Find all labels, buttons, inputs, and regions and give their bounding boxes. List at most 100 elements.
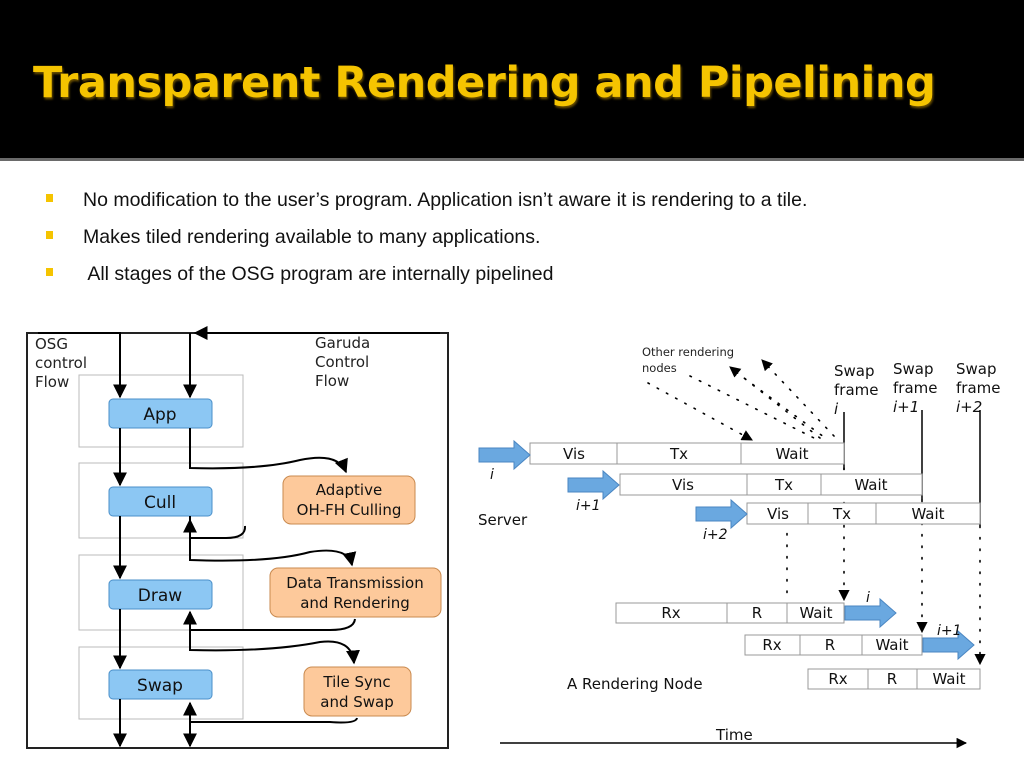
garuda-control-flow-label: Garuda Control Flow	[315, 334, 370, 390]
frame-index: i+2	[703, 527, 728, 543]
frame-index: i+1	[576, 498, 601, 514]
server-row-i2: Vis Tx Wait	[746, 502, 981, 525]
other-nodes-line: Other rendering	[642, 345, 734, 359]
stage-box-cull	[108, 486, 213, 517]
bullet-item: No modification to the user’s program. A…	[44, 185, 807, 222]
stage-label-cull: Cull	[144, 493, 176, 513]
other-nodes-label: Other rendering nodes	[642, 345, 734, 375]
slide-header: Transparent Rendering and Pipelining	[0, 0, 1024, 158]
dotted-arrow	[729, 366, 821, 439]
osg-label-line: OSG	[35, 335, 68, 353]
bullet-square-icon	[46, 268, 53, 276]
swap-label-line: frame	[834, 381, 878, 399]
node-row-3: Rx R Wait	[807, 668, 981, 690]
garuda-label-line: Garuda	[315, 334, 370, 352]
timeline-cell: Vis	[767, 505, 789, 523]
timeline-bar	[744, 634, 923, 656]
swap-label-line: frame	[956, 379, 1000, 397]
time-axis-label: Time	[715, 726, 753, 744]
frame-index: i+1	[937, 623, 962, 639]
swap-frame-labels: Swap frame i Swap frame i+1 Swap frame i…	[834, 360, 1000, 418]
swap-label-line: Swap	[834, 362, 875, 380]
bullet-square-icon	[46, 194, 53, 202]
osg-label-line: Flow	[35, 373, 69, 391]
frame-arrow-icon	[567, 469, 620, 501]
timeline-cell: Tx	[832, 505, 851, 523]
bullet-text: No modification to the user’s program. A…	[83, 189, 808, 211]
service-label-line: and Rendering	[300, 594, 410, 612]
swap-label-line: Swap	[893, 360, 934, 378]
service-box-culling	[282, 475, 416, 525]
stage-panel-draw	[78, 554, 244, 631]
timeline-cell: Tx	[669, 445, 688, 463]
frame-index-labels: i i+1 i+2 i i+1	[490, 467, 962, 639]
timeline-cell: Wait	[775, 445, 808, 463]
other-nodes-dotted-arrows	[647, 359, 835, 441]
stage-panel-swap	[78, 646, 244, 720]
header-divider	[0, 158, 1024, 161]
stage-box-draw	[108, 579, 213, 610]
garuda-flow-arrow	[189, 630, 360, 665]
garuda-flow-arrow	[190, 717, 358, 724]
service-label-line: Data Transmission	[286, 574, 423, 592]
timeline-cell: Rx	[828, 670, 847, 688]
dotted-arrow	[735, 371, 829, 441]
stage-panel-app	[78, 374, 244, 448]
service-boxes: Adaptive OH-FH Culling Data Transmission…	[269, 475, 442, 717]
timeline-cell: Wait	[875, 636, 908, 654]
stage-panels	[78, 374, 244, 720]
timeline-bar	[529, 442, 845, 465]
flow-arrows	[38, 326, 440, 748]
timing-diagram: Other rendering nodes Swap frame i Swap …	[478, 345, 1000, 749]
bullet-square-icon	[46, 231, 53, 239]
dotted-arrow	[647, 382, 753, 441]
timeline-cell: Wait	[911, 505, 944, 523]
garuda-flow-arrow	[190, 618, 356, 631]
garuda-flow-arrow	[189, 428, 348, 474]
timeline-bar	[807, 668, 981, 690]
osg-flow-arrow	[38, 332, 127, 399]
swap-label-line: i+1	[893, 398, 919, 416]
bullet-text: Makes tiled rendering available to many …	[83, 226, 541, 248]
service-label-line: Adaptive	[316, 481, 382, 499]
frame-arrows	[478, 439, 975, 661]
timeline-cell: Wait	[932, 670, 965, 688]
stage-label-swap: Swap	[137, 676, 183, 696]
bullet-item: Makes tiled rendering available to many …	[44, 222, 807, 259]
sync-dotted-lines	[786, 467, 986, 666]
swap-label-line: Swap	[956, 360, 997, 378]
server-label: Server	[478, 511, 528, 529]
node-row-2: Rx R Wait	[744, 634, 923, 656]
control-flow-diagram: OSG control Flow Garuda Control Flow App…	[26, 326, 449, 749]
server-row-i: Vis Tx Wait	[529, 442, 845, 465]
stage-box-swap	[108, 669, 213, 700]
bullet-list: No modification to the user’s program. A…	[44, 185, 807, 296]
slide-body	[0, 161, 1024, 768]
slide-title: Transparent Rendering and Pipelining	[33, 58, 936, 108]
frame-index: i	[490, 467, 494, 483]
stage-boxes: App Cull Draw Swap	[108, 398, 213, 700]
timeline-cell: Tx	[774, 476, 793, 494]
stage-label-draw: Draw	[138, 586, 182, 606]
timeline-cell: R	[752, 604, 762, 622]
garuda-label-line: Flow	[315, 372, 349, 390]
timeline-cell: Rx	[762, 636, 781, 654]
rendering-node-label: A Rendering Node	[567, 675, 703, 693]
service-box-transmission	[269, 567, 442, 618]
timeline-cell: Wait	[854, 476, 887, 494]
timeline-cell: Wait	[799, 604, 832, 622]
node-row-1: Rx R Wait	[615, 602, 845, 624]
stage-panel-cull	[78, 462, 244, 539]
garuda-flow-arrow	[189, 516, 357, 567]
timeline-cell: Vis	[672, 476, 694, 494]
swap-label-line: i+2	[956, 398, 982, 416]
service-box-tile-sync	[303, 666, 412, 717]
frame-arrow-icon	[922, 629, 975, 661]
server-rows: Vis Tx Wait Vis Tx Wait Vis Tx Wait	[529, 442, 981, 525]
garuda-flow-arrow	[190, 525, 247, 539]
frame-index: i	[866, 590, 870, 606]
timeline-cell: Rx	[661, 604, 680, 622]
dotted-arrow	[761, 359, 835, 437]
osg-label-line: control	[35, 354, 87, 372]
